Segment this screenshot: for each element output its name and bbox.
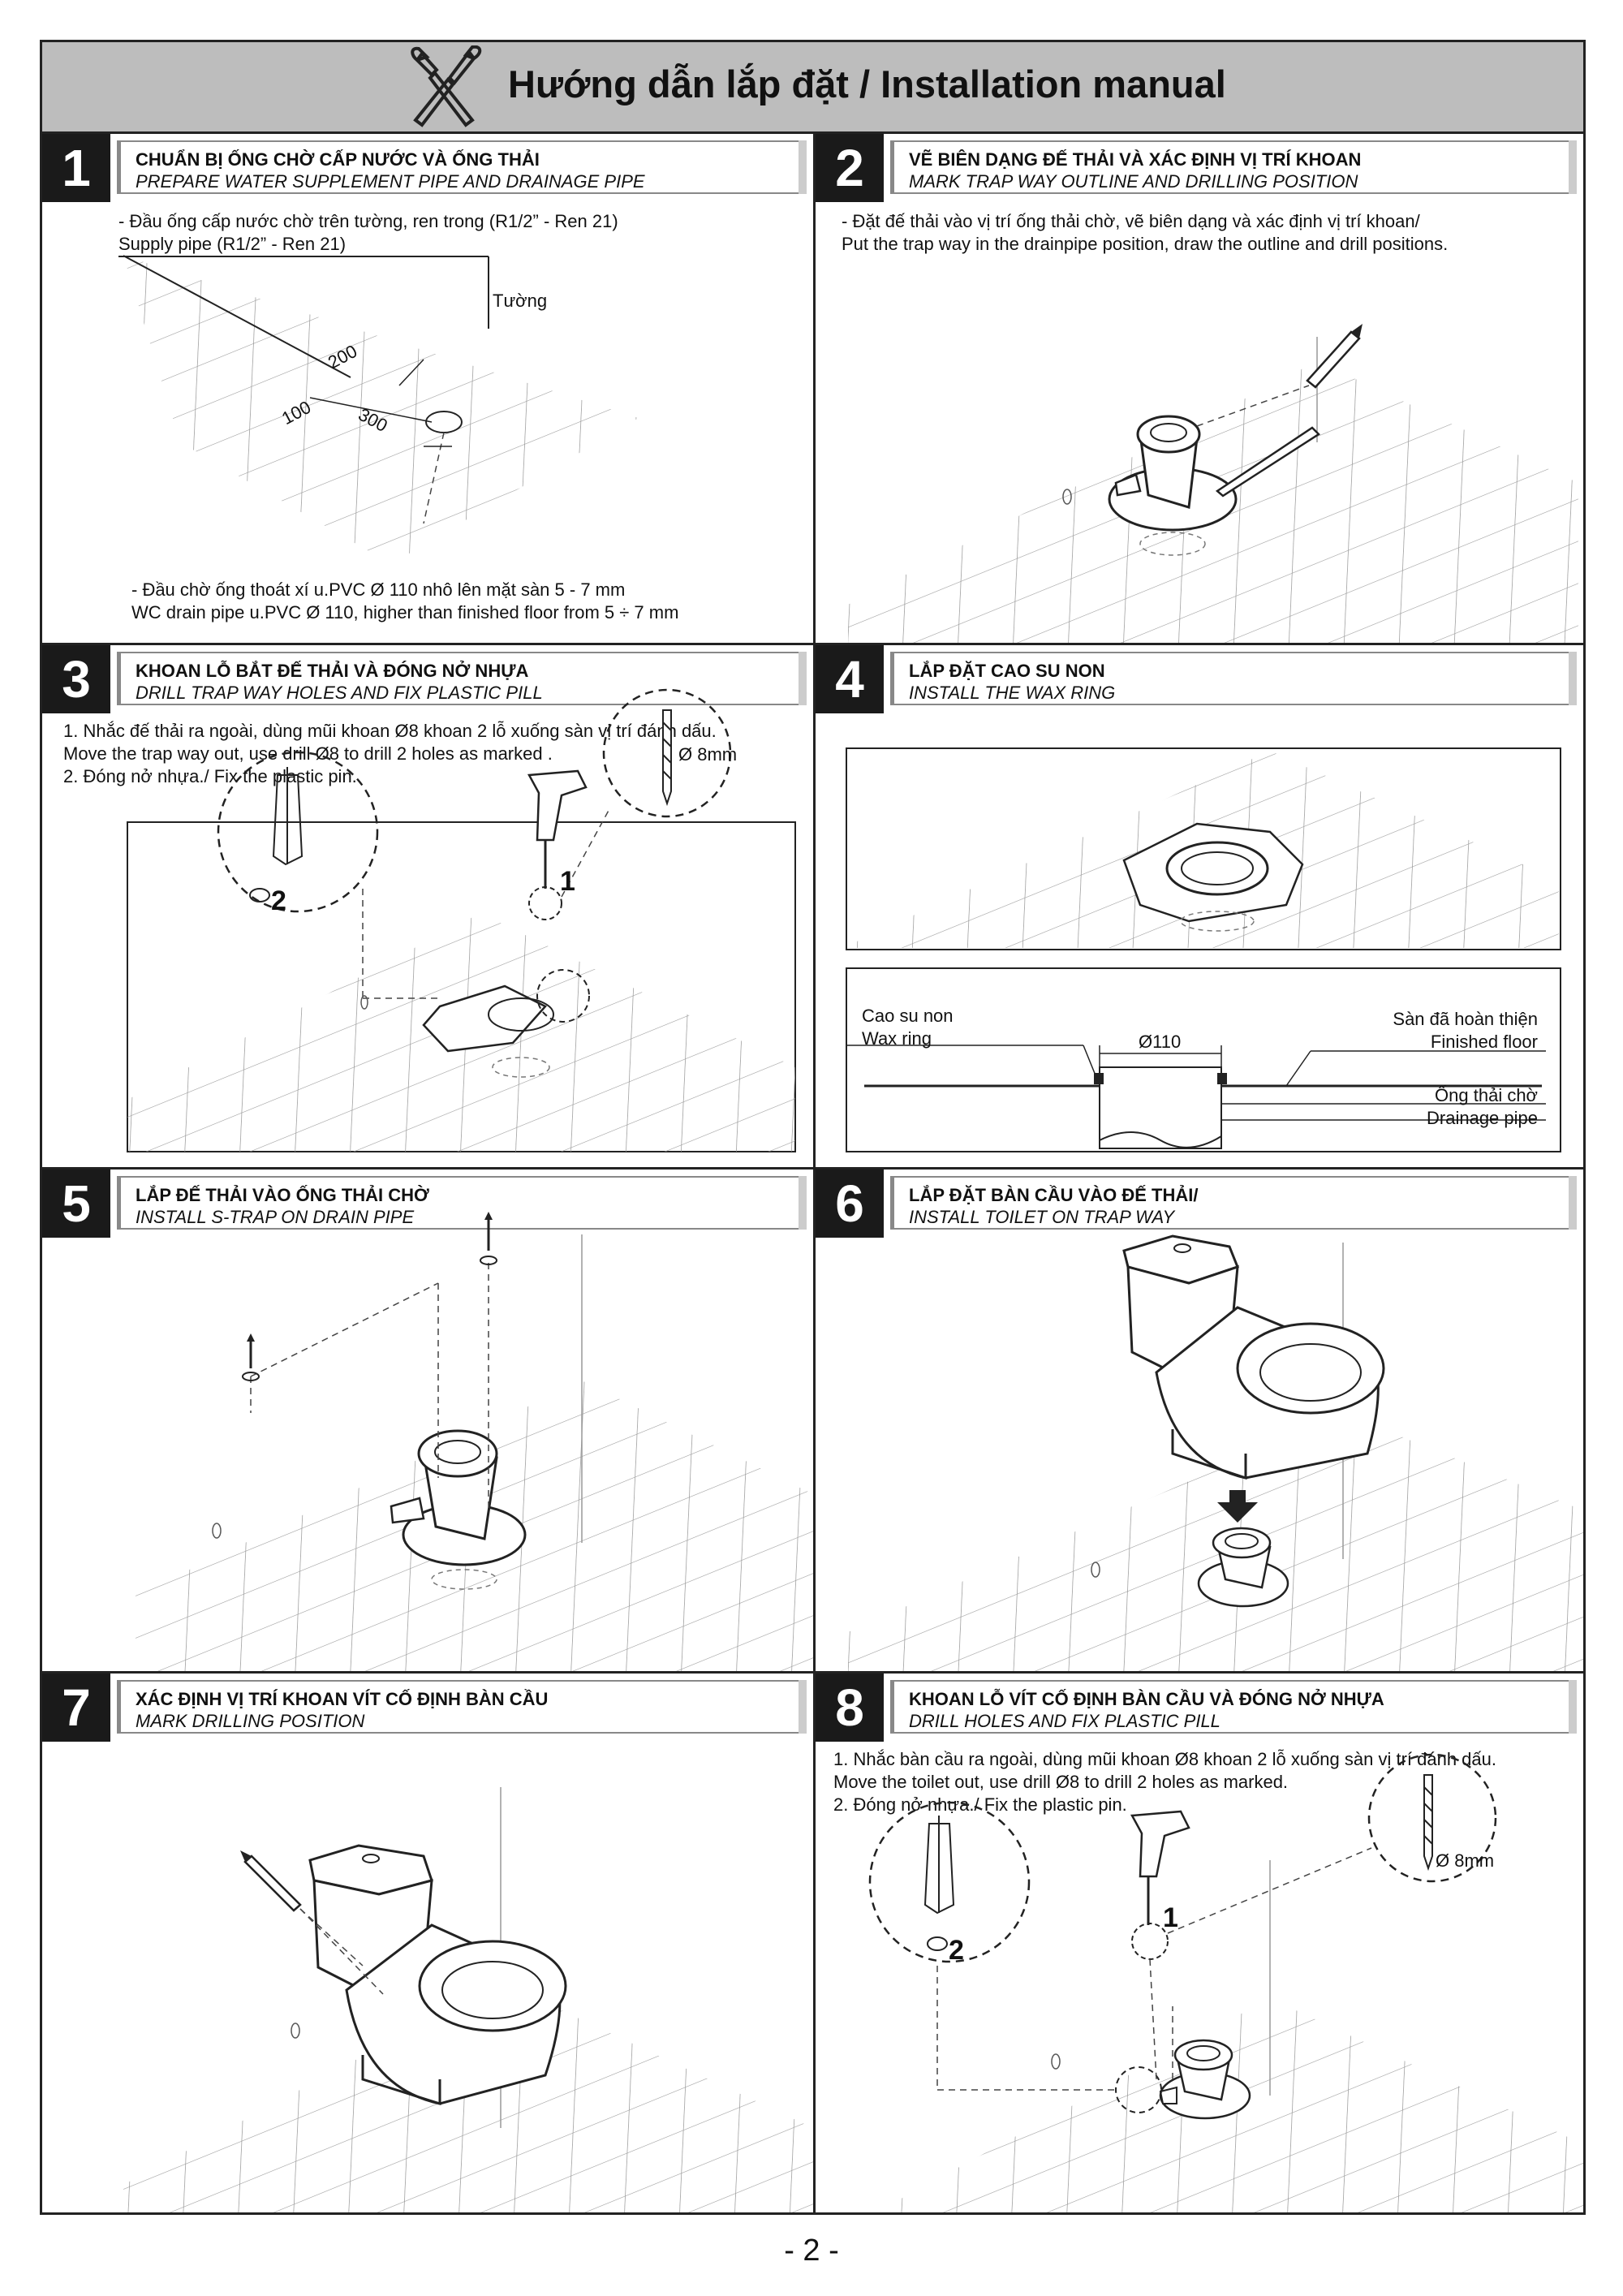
instruction-line: 2. Đóng nở nhựa./ Fix the plastic pin. bbox=[63, 766, 357, 786]
step-number: 8 bbox=[816, 1674, 884, 1742]
step-title-en: DRILL HOLES AND FIX PLASTIC PILL bbox=[909, 1711, 1220, 1731]
step-title-bar: LẮP ĐẾ THẢI VÀO ỐNG THẢI CHỜ INSTALL S-T… bbox=[117, 1176, 807, 1230]
step-title-vi: KHOAN LỖ BẮT ĐẾ THẢI VÀ ĐÓNG NỞ NHỰA bbox=[136, 661, 529, 681]
step-title-vi: LẮP ĐẶT BÀN CẦU VÀO ĐẾ THẢI/ bbox=[909, 1185, 1199, 1205]
drain-note-en: WC drain pipe u.PVC Ø 110, higher than f… bbox=[131, 602, 679, 622]
manual-page-frame: Hướng dẫn lắp đặt / Installation manual … bbox=[40, 40, 1586, 2215]
step-4-panel: 4 LẮP ĐẶT CAO SU NON INSTALL THE WAX RIN… bbox=[816, 645, 1583, 1167]
mark-drilling-diagram bbox=[123, 1787, 813, 2212]
step-number: 3 bbox=[42, 645, 110, 713]
callout-number: 2 bbox=[949, 1935, 964, 1966]
step-7-panel: 7 XÁC ĐỊNH VỊ TRÍ KHOAN VÍT CỐ ĐỊNH BÀN … bbox=[42, 1674, 813, 2212]
step-title-vi: KHOAN LỖ VÍT CỐ ĐỊNH BÀN CẦU VÀ ĐÓNG NỞ … bbox=[909, 1689, 1384, 1709]
drill-size-label: Ø 8mm bbox=[678, 744, 738, 765]
steps-grid: 1 CHUẨN BỊ ỐNG CHỜ CẤP NƯỚC VÀ ỐNG THẢI … bbox=[42, 134, 1583, 2212]
step-title-en: INSTALL TOILET ON TRAP WAY bbox=[909, 1207, 1175, 1227]
supply-note-en: Supply pipe (R1/2” - Ren 21) bbox=[118, 234, 347, 254]
toilet-drill-holes-diagram bbox=[868, 1753, 1583, 2212]
page-header: Hướng dẫn lắp đặt / Installation manual bbox=[42, 42, 1583, 134]
drill-size-label: Ø 8mm bbox=[1436, 1850, 1495, 1871]
drill-bit-callout bbox=[1367, 1753, 1497, 1883]
step-number: 6 bbox=[816, 1170, 884, 1238]
instruction-line: Move the trap way out, use drill Ø8 to d… bbox=[63, 743, 553, 764]
drill-holes-diagram bbox=[127, 688, 796, 1152]
callout-number: 1 bbox=[560, 866, 575, 897]
step-8-panel: 8 KHOAN LỖ VÍT CỐ ĐỊNH BÀN CẦU VÀ ĐÓNG N… bbox=[816, 1674, 1583, 2212]
step-1-panel: 1 CHUẨN BỊ ỐNG CHỜ CẤP NƯỚC VÀ ỐNG THẢI … bbox=[42, 134, 813, 643]
step-title-bar: KHOAN LỖ VÍT CỐ ĐỊNH BÀN CẦU VÀ ĐÓNG NỞ … bbox=[890, 1680, 1577, 1734]
step-title-en: INSTALL S-TRAP ON DRAIN PIPE bbox=[136, 1207, 415, 1227]
wax-ring-label-en: Wax ring bbox=[862, 1028, 932, 1049]
plastic-pin-callout bbox=[217, 751, 379, 913]
step-title-en: MARK DRILLING POSITION bbox=[136, 1711, 365, 1731]
drill-icon bbox=[1130, 1810, 1190, 1878]
pencil-icon bbox=[243, 1854, 302, 1912]
step-title-en: INSTALL THE WAX RING bbox=[909, 683, 1116, 703]
drainage-pipe-label-en: Drainage pipe bbox=[1427, 1108, 1538, 1128]
row-divider bbox=[42, 1167, 1583, 1170]
step-title-vi: XÁC ĐỊNH VỊ TRÍ KHOAN VÍT CỐ ĐỊNH BÀN CẦ… bbox=[136, 1689, 549, 1709]
step-title-bar: CHUẨN BỊ ỐNG CHỜ CẤP NƯỚC VÀ ỐNG THẢI PR… bbox=[117, 140, 807, 194]
plastic-pin-callout bbox=[868, 1801, 1031, 1963]
step-title-bar: XÁC ĐỊNH VỊ TRÍ KHOAN VÍT CỐ ĐỊNH BÀN CẦ… bbox=[117, 1680, 807, 1734]
step-title-en: MARK TRAP WAY OUTLINE AND DRILLING POSIT… bbox=[909, 171, 1358, 192]
diameter-label: Ø110 bbox=[1139, 1032, 1182, 1052]
step-title-vi: LẮP ĐẾ THẢI VÀO ỐNG THẢI CHỜ bbox=[136, 1185, 429, 1205]
step-title-bar: LẮP ĐẶT CAO SU NON INSTALL THE WAX RING bbox=[890, 652, 1577, 705]
wax-ring-diagrams bbox=[846, 747, 1561, 1152]
instruction-line: Put the trap way in the drainpipe positi… bbox=[842, 234, 1449, 254]
floor-plan-diagram bbox=[118, 255, 639, 564]
page-title: Hướng dẫn lắp đặt / Installation manual bbox=[508, 62, 1226, 106]
drain-note-vi: - Đầu chờ ống thoát xí u.PVC Ø 110 nhô l… bbox=[131, 579, 626, 600]
finished-floor-label-vi: Sàn đã hoàn thiện bbox=[1393, 1009, 1538, 1029]
row-divider bbox=[42, 643, 1583, 645]
s-trap-install-diagram bbox=[136, 1212, 813, 1671]
step-5-panel: 5 LẮP ĐẾ THẢI VÀO ỐNG THẢI CHỜ INSTALL S… bbox=[42, 1170, 813, 1671]
step-6-panel: 6 LẮP ĐẶT BÀN CẦU VÀO ĐẾ THẢI/ INSTALL T… bbox=[816, 1170, 1583, 1671]
step-title-bar: VẼ BIÊN DẠNG ĐẾ THẢI VÀ XÁC ĐỊNH VỊ TRÍ … bbox=[890, 140, 1577, 194]
row-divider bbox=[42, 1671, 1583, 1674]
step-title-vi: CHUẨN BỊ ỐNG CHỜ CẤP NƯỚC VÀ ỐNG THẢI bbox=[136, 149, 540, 170]
step-title-vi: VẼ BIÊN DẠNG ĐẾ THẢI VÀ XÁC ĐỊNH VỊ TRÍ … bbox=[909, 149, 1362, 170]
instruction-line: - Đặt đế thải vào vị trí ống thải chờ, v… bbox=[842, 211, 1420, 231]
finished-floor-label-en: Finished floor bbox=[1430, 1032, 1538, 1052]
wall-label: Tường bbox=[493, 291, 548, 311]
arrow-down-icon bbox=[1217, 1490, 1258, 1523]
step-3-panel: 3 KHOAN LỖ BẮT ĐẾ THẢI VÀ ĐÓNG NỞ NHỰA D… bbox=[42, 645, 813, 1167]
step-number: 2 bbox=[816, 134, 884, 202]
step-2-panel: 2 VẼ BIÊN DẠNG ĐẾ THẢI VÀ XÁC ĐỊNH VỊ TR… bbox=[816, 134, 1583, 643]
instruction-line: Move the toilet out, use drill Ø8 to dri… bbox=[833, 1772, 1289, 1792]
instruction-line: 1. Nhắc bàn cầu ra ngoài, dùng mũi khoan… bbox=[833, 1749, 1496, 1769]
step-title-vi: LẮP ĐẶT CAO SU NON bbox=[909, 661, 1105, 681]
step-number: 5 bbox=[42, 1170, 110, 1238]
drill-bit-callout bbox=[602, 688, 732, 818]
drainage-pipe-label-vi: Ống thải chờ bbox=[1435, 1085, 1538, 1105]
step-title-en: PREPARE WATER SUPPLEMENT PIPE AND DRAINA… bbox=[136, 171, 645, 192]
step-number: 4 bbox=[816, 645, 884, 713]
step-title-en: DRILL TRAP WAY HOLES AND FIX PLASTIC PIL… bbox=[136, 683, 543, 703]
step-title-bar: KHOAN LỖ BẮT ĐẾ THẢI VÀ ĐÓNG NỞ NHỰA DRI… bbox=[117, 652, 807, 705]
trap-way-marking-diagram bbox=[848, 324, 1578, 643]
drill-icon bbox=[527, 769, 588, 842]
tools-icon bbox=[411, 45, 482, 127]
step-title-bar: LẮP ĐẶT BÀN CẦU VÀO ĐẾ THẢI/ INSTALL TOI… bbox=[890, 1176, 1577, 1230]
page-number: - 2 - bbox=[784, 2234, 839, 2268]
toilet-install-diagram bbox=[848, 1234, 1583, 1671]
callout-number: 1 bbox=[1163, 1902, 1178, 1933]
column-divider bbox=[813, 134, 816, 2212]
step-number: 7 bbox=[42, 1674, 110, 1742]
callout-number: 2 bbox=[271, 885, 286, 916]
instruction-line: 2. Đóng nở nhựa./ Fix the plastic pin. bbox=[833, 1794, 1127, 1815]
pencil-icon bbox=[1215, 426, 1320, 498]
wax-ring-label-vi: Cao su non bbox=[862, 1006, 954, 1026]
step-number: 1 bbox=[42, 134, 110, 202]
supply-note-vi: - Đầu ống cấp nước chờ trên tường, ren t… bbox=[118, 211, 618, 231]
